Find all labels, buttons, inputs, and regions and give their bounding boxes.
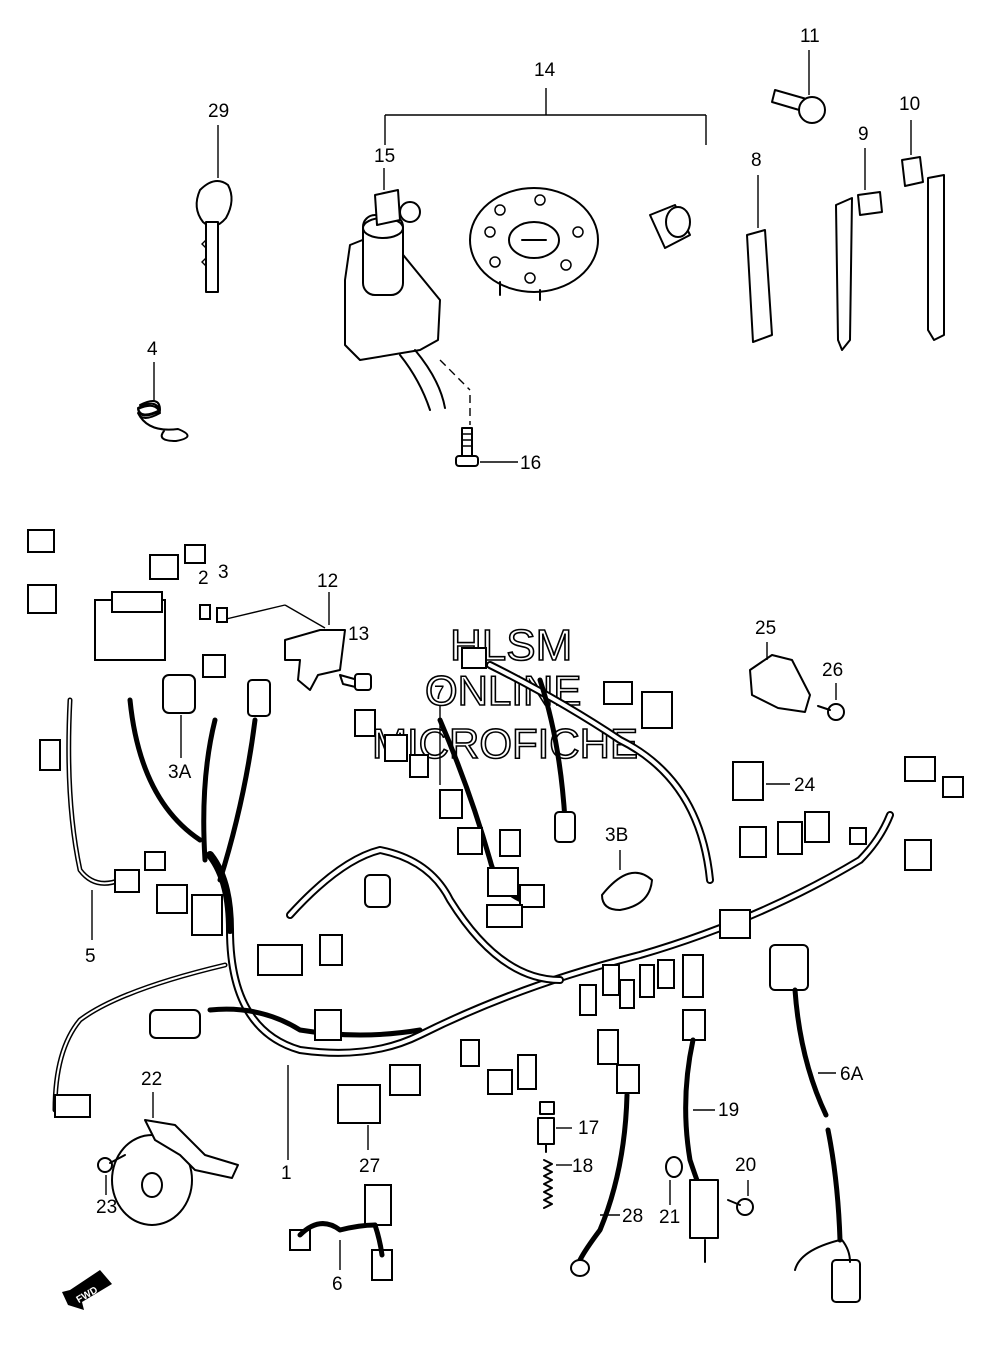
callout-3b: 3B xyxy=(605,825,628,846)
callout-12: 12 xyxy=(317,571,338,592)
wire-part-6 xyxy=(297,1221,385,1270)
cable-tie-part-9 xyxy=(835,148,883,351)
callout-24: 24 xyxy=(794,775,816,796)
callout-5: 5 xyxy=(85,946,96,967)
leader-lines xyxy=(91,125,790,1160)
bolt-part-11 xyxy=(771,50,826,124)
callout-16: 16 xyxy=(520,453,541,474)
washer-part-21 xyxy=(665,1156,683,1205)
callout-10: 10 xyxy=(899,94,920,115)
callout-13: 13 xyxy=(348,624,369,645)
spring-part-18 xyxy=(543,1159,572,1209)
callout-15: 15 xyxy=(374,146,395,167)
callout-28: 28 xyxy=(622,1206,643,1227)
callout-23: 23 xyxy=(96,1197,117,1218)
horn-part-22 xyxy=(111,1092,239,1226)
clamp-part-8 xyxy=(746,175,773,343)
ignition-switch-part xyxy=(344,189,471,425)
cable-tie-part-10 xyxy=(901,120,945,341)
callout-29: 29 xyxy=(208,101,229,122)
callout-6a: 6A xyxy=(840,1064,864,1085)
screw-part-16 xyxy=(455,427,518,467)
callout-9: 9 xyxy=(858,124,869,145)
bolt-part-20 xyxy=(727,1180,754,1216)
callout-17: 17 xyxy=(578,1118,599,1139)
bolt-part-23 xyxy=(97,1154,126,1195)
callout-22: 22 xyxy=(141,1069,162,1090)
callout-21: 21 xyxy=(659,1207,680,1228)
callout-18: 18 xyxy=(572,1156,593,1177)
bolt-part-26 xyxy=(817,683,845,721)
callout-labels: 11 14 10 29 9 15 8 4 16 12 2 3 13 25 26 … xyxy=(85,26,920,1295)
callout-6: 6 xyxy=(332,1274,343,1295)
screw-part-13 xyxy=(339,673,372,691)
wire-part-6a xyxy=(792,987,851,1271)
callout-27: 27 xyxy=(359,1156,380,1177)
switch-part-17 xyxy=(537,1101,572,1153)
harness-connectors xyxy=(27,529,964,1303)
spring-part xyxy=(137,400,189,442)
callout-4: 4 xyxy=(147,339,158,360)
callout-3: 3 xyxy=(218,562,229,583)
callout-14: 14 xyxy=(534,60,556,81)
bracket-part-25 xyxy=(749,642,811,713)
callout-26: 26 xyxy=(822,660,843,681)
callout-bracket-14 xyxy=(384,88,707,145)
watermark: HLSM ONLINE MICROFICHE xyxy=(371,620,639,768)
fuse-parts-2-3 xyxy=(199,604,228,623)
part-3b xyxy=(601,850,653,911)
ground-wire-part-28 xyxy=(570,1092,630,1277)
callout-11: 11 xyxy=(800,26,820,47)
callout-8: 8 xyxy=(751,150,762,171)
fwd-arrow-badge: FWD xyxy=(62,1270,112,1310)
callout-7: 7 xyxy=(434,683,445,704)
callout-1: 1 xyxy=(281,1163,292,1184)
sensor-part-19 xyxy=(683,1037,719,1263)
lock-cylinder-part xyxy=(649,204,691,249)
callout-3a: 3A xyxy=(168,762,192,783)
relay-bracket-part-12 xyxy=(221,592,346,691)
callout-25: 25 xyxy=(755,618,776,639)
callout-19: 19 xyxy=(718,1100,739,1121)
callout-2: 2 xyxy=(198,568,209,589)
callout-20: 20 xyxy=(735,1155,756,1176)
key-part xyxy=(195,180,233,293)
fuel-cap-lock-part xyxy=(469,187,599,301)
main-wiring-harness xyxy=(52,661,894,1113)
